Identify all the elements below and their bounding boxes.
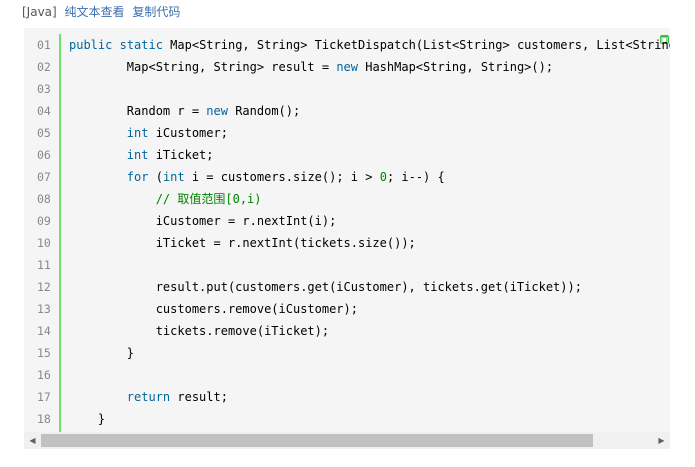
code-line: 07 for (int i = customers.size(); i > 0;… [24,166,670,188]
code-line: 11 [24,254,670,276]
code-line: 10 iTicket = r.nextInt(tickets.size()); [24,232,670,254]
line-number: 17 [37,390,51,404]
line-number: 04 [37,104,51,118]
code-text: int iCustomer; [126,126,228,140]
code-line: 02 Map<String, String> result = new Hash… [24,56,670,78]
line-number: 01 [37,38,51,52]
line-number: 06 [37,148,51,162]
code-text: return result; [126,390,228,404]
line-number: 12 [37,280,51,294]
scrollbar-thumb[interactable] [41,434,594,447]
code-block-header: [Java] 纯文本查看 复制代码 [22,3,180,21]
code-line: 08 // 取值范围[0,i) [24,188,670,210]
gutter-divider [59,34,61,432]
line-number: 02 [37,60,51,74]
code-text: customers.remove(iCustomer); [69,302,358,316]
copy-icon[interactable]: ▣ [660,35,669,44]
line-number: 11 [37,258,51,272]
code-text: } [69,412,106,426]
code-line: 03 [24,78,670,100]
code-text: Random r = new Random(); [69,104,301,118]
code-text: } [69,346,135,360]
horizontal-scrollbar[interactable]: ◀ ▶ [24,432,670,449]
line-number: 07 [37,170,51,184]
code-line: 01 public static Map<String, String> Tick… [24,34,670,56]
plain-text-view-link[interactable]: 纯文本查看 [64,5,125,19]
code-text: iTicket = r.nextInt(tickets.size()); [69,236,416,250]
code-text: public static Map<String, String> Ticket… [69,38,670,52]
code-language-label: [Java] [22,5,57,19]
copy-code-link[interactable]: 复制代码 [132,5,181,19]
code-line: 06 int iTicket; [24,144,670,166]
line-number: 10 [37,236,51,250]
line-number: 08 [37,192,51,206]
code-text: // 取值范围[0,i) [155,192,262,206]
line-number: 05 [37,126,51,140]
code-line: 18 } [24,408,670,430]
line-number: 15 [37,346,51,360]
line-number: 18 [37,412,51,426]
chevron-left-icon[interactable]: ◀ [29,436,36,445]
code-line: 17 return result; [24,386,670,408]
line-number: 03 [37,82,51,96]
chevron-right-icon[interactable]: ▶ [658,436,665,445]
line-number: 13 [37,302,51,316]
code-line: 16 [24,364,670,386]
code-block[interactable]: ▣ 01 public static Map<String, String> Ti… [24,28,670,432]
code-line: 14 tickets.remove(iTicket); [24,320,670,342]
code-line: 15 } [24,342,670,364]
code-text: Map<String, String> result = new HashMap… [69,60,554,74]
code-line: 12 result.put(customers.get(iCustomer), … [24,276,670,298]
code-text: tickets.remove(iTicket); [69,324,330,338]
line-number: 14 [37,324,51,338]
code-line: 13 customers.remove(iCustomer); [24,298,670,320]
code-line: 05 int iCustomer; [24,122,670,144]
code-line: 09 iCustomer = r.nextInt(i); [24,210,670,232]
code-text: result.put(customers.get(iCustomer), tic… [69,280,582,294]
line-number: 09 [37,214,51,228]
code-text: for (int i = customers.size(); i > 0; i-… [126,170,445,184]
line-number: 16 [37,368,51,382]
code-text: int iTicket; [126,148,214,162]
code-line: 04 Random r = new Random(); [24,100,670,122]
code-text: iCustomer = r.nextInt(i); [69,214,337,228]
